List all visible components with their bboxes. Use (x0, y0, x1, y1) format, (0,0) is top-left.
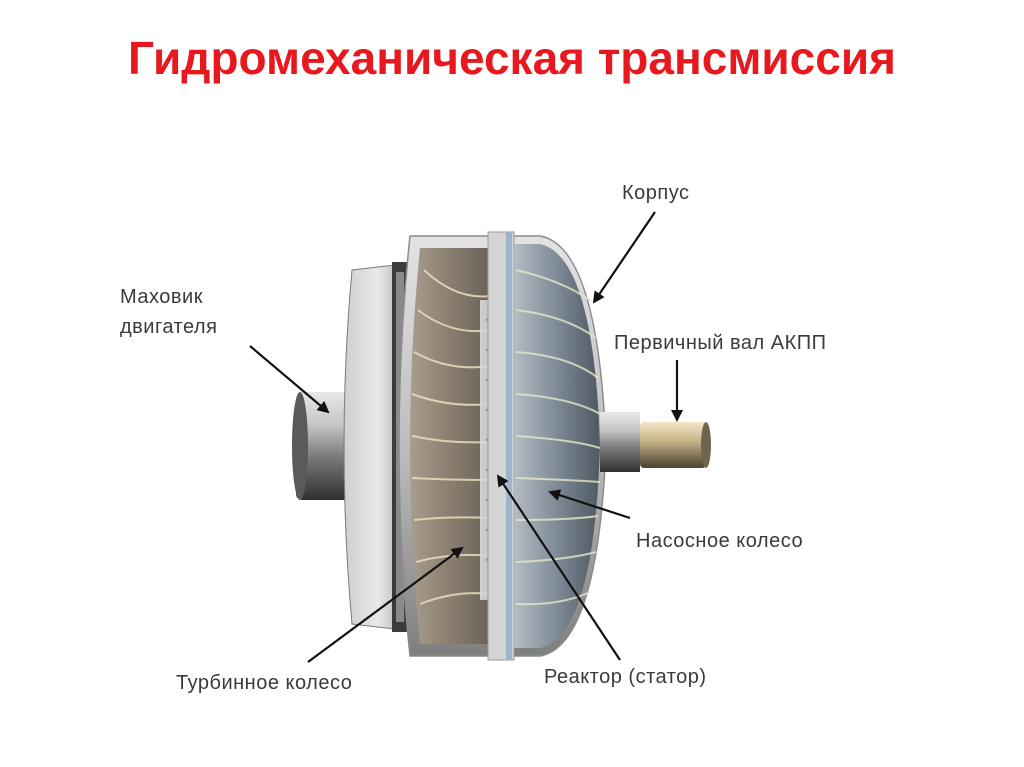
arrow-housing (592, 211, 656, 304)
leader-arrows (249, 211, 683, 663)
turbine-wheel (410, 248, 490, 644)
slide-title: Гидромеханическая трансмиссия (128, 32, 896, 84)
label-input-shaft: Первичный вал АКПП (614, 332, 827, 354)
arrow-pump (548, 489, 631, 520)
left-shaft-end (292, 392, 308, 500)
label-housing: Корпус (622, 182, 690, 204)
right-shaft (640, 422, 706, 468)
arrow-reactor (496, 474, 621, 661)
label-flywheel-line2: двигателя (120, 316, 218, 338)
label-pump-wheel: Насосное колесо (636, 530, 804, 552)
arrow-turbine (307, 546, 464, 663)
label-reactor: Реактор (статор) (544, 666, 707, 688)
arrow-flywheel (249, 345, 330, 414)
right-shaft-collar (600, 412, 640, 472)
label-flywheel-line1: Маховик (120, 286, 203, 308)
pump-wheel (514, 244, 600, 648)
label-turbine-wheel: Турбинное колесо (176, 672, 353, 694)
